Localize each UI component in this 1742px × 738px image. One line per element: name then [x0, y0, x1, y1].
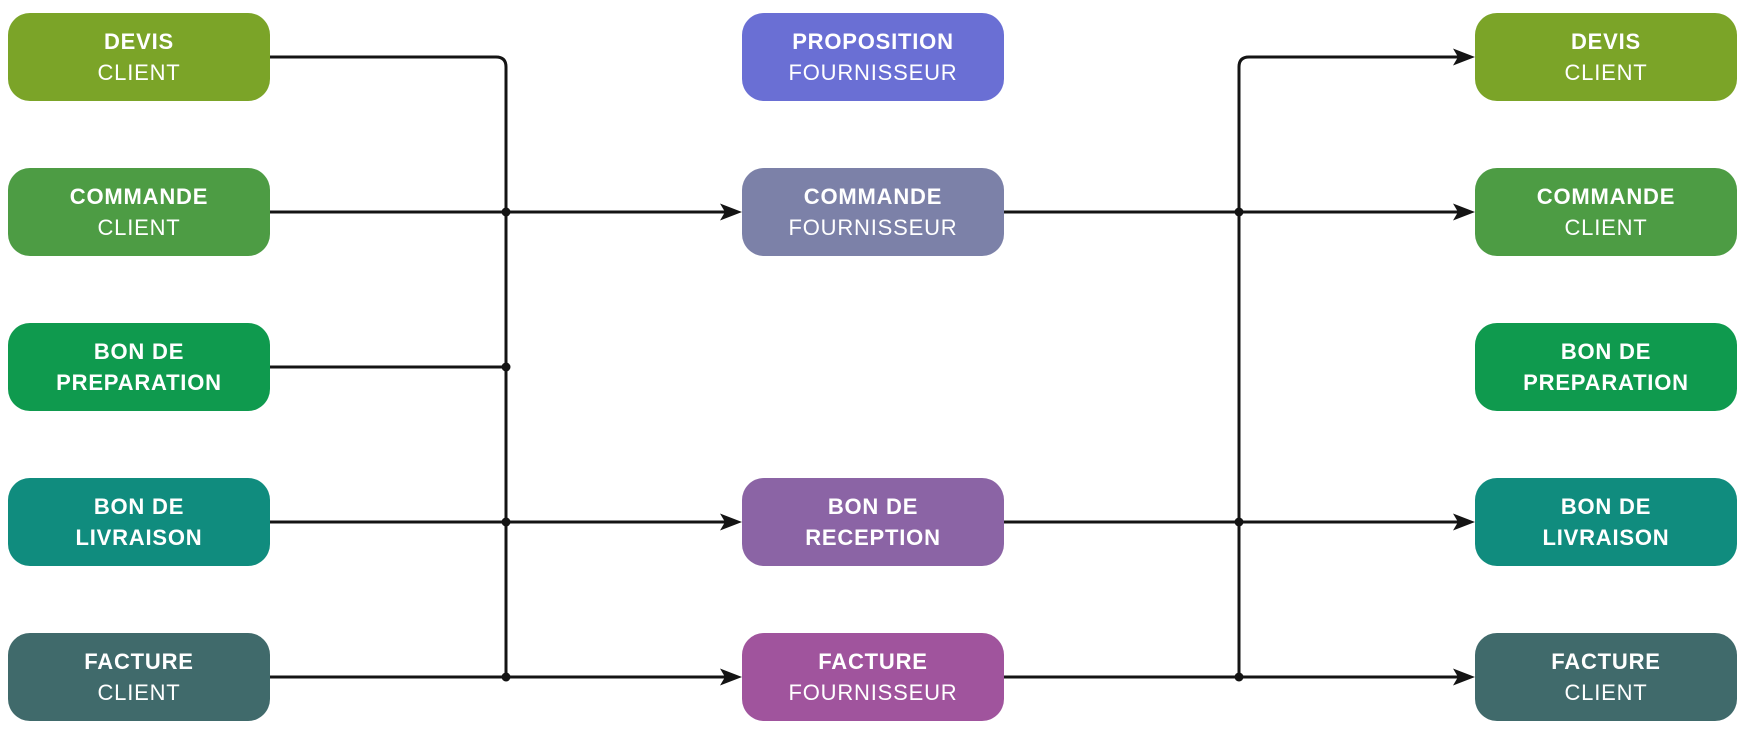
node-title: DEVIS	[103, 29, 175, 54]
junction-dot	[501, 672, 511, 682]
edge-right-bus-devis	[1237, 55, 1459, 677]
flow-node-bon-de-preparation-right: BON DE PREPARATION	[1475, 323, 1737, 411]
flow-node-commande-client-left: COMMANDE CLIENT	[8, 168, 270, 256]
node-subtitle: PREPARATION	[56, 370, 222, 395]
node-subtitle: CLIENT	[97, 680, 181, 705]
node-subtitle: FOURNISSEUR	[788, 680, 958, 705]
arrowhead-icon	[1453, 203, 1475, 221]
flow-node-facture-client-left: FACTURE CLIENT	[8, 633, 270, 721]
edge-left-bus-devis	[270, 55, 508, 677]
node-title: BON DE	[93, 339, 185, 364]
flow-node-commande-client-right: COMMANDE CLIENT	[1475, 168, 1737, 256]
node-title: FACTURE	[84, 649, 194, 674]
node-title: BON DE	[1560, 339, 1652, 364]
node-title: FACTURE	[818, 649, 928, 674]
node-title: DEVIS	[1570, 29, 1642, 54]
flow-node-bon-de-livraison-right: BON DE LIVRAISON	[1475, 478, 1737, 566]
node-subtitle: PREPARATION	[1523, 370, 1689, 395]
flow-node-bon-de-livraison-left: BON DE LIVRAISON	[8, 478, 270, 566]
node-title: BON DE	[827, 494, 919, 519]
flow-node-proposition-fournisseur: PROPOSITION FOURNISSEUR	[742, 13, 1004, 101]
node-subtitle: CLIENT	[1564, 680, 1648, 705]
junction-dot	[1234, 207, 1244, 217]
node-title: BON DE	[1560, 494, 1652, 519]
junction-dot	[1234, 517, 1244, 527]
flow-node-facture-client-right: FACTURE CLIENT	[1475, 633, 1737, 721]
arrowhead-icon	[720, 203, 742, 221]
flow-node-bon-de-preparation-left: BON DE PREPARATION	[8, 323, 270, 411]
node-subtitle: CLIENT	[97, 215, 181, 240]
arrowhead-icon	[720, 668, 742, 686]
node-subtitle: LIVRAISON	[75, 525, 203, 550]
node-subtitle: CLIENT	[1564, 215, 1648, 240]
node-subtitle: FOURNISSEUR	[788, 215, 958, 240]
arrowhead-icon	[1453, 513, 1475, 531]
junction-dot	[501, 517, 511, 527]
flow-node-bon-de-reception: BON DE RECEPTION	[742, 478, 1004, 566]
node-title: PROPOSITION	[792, 29, 954, 54]
flow-node-devis-client-left: DEVIS CLIENT	[8, 13, 270, 101]
node-title: COMMANDE	[1536, 184, 1676, 209]
flow-node-devis-client-right: DEVIS CLIENT	[1475, 13, 1737, 101]
arrowhead-icon	[720, 513, 742, 531]
flow-node-facture-fournisseur: FACTURE FOURNISSEUR	[742, 633, 1004, 721]
junction-dot	[501, 362, 511, 372]
node-subtitle: CLIENT	[97, 60, 181, 85]
node-subtitle: LIVRAISON	[1542, 525, 1670, 550]
node-title: COMMANDE	[803, 184, 943, 209]
flow-node-commande-fournisseur: COMMANDE FOURNISSEUR	[742, 168, 1004, 256]
arrowhead-icon	[1453, 668, 1475, 686]
junction-dot	[501, 207, 511, 217]
node-subtitle: FOURNISSEUR	[788, 60, 958, 85]
node-subtitle: CLIENT	[1564, 60, 1648, 85]
node-subtitle: RECEPTION	[805, 525, 941, 550]
node-title: COMMANDE	[69, 184, 209, 209]
node-title: FACTURE	[1551, 649, 1661, 674]
arrowhead-icon	[1453, 48, 1475, 66]
node-title: BON DE	[93, 494, 185, 519]
junction-dot	[1234, 672, 1244, 682]
